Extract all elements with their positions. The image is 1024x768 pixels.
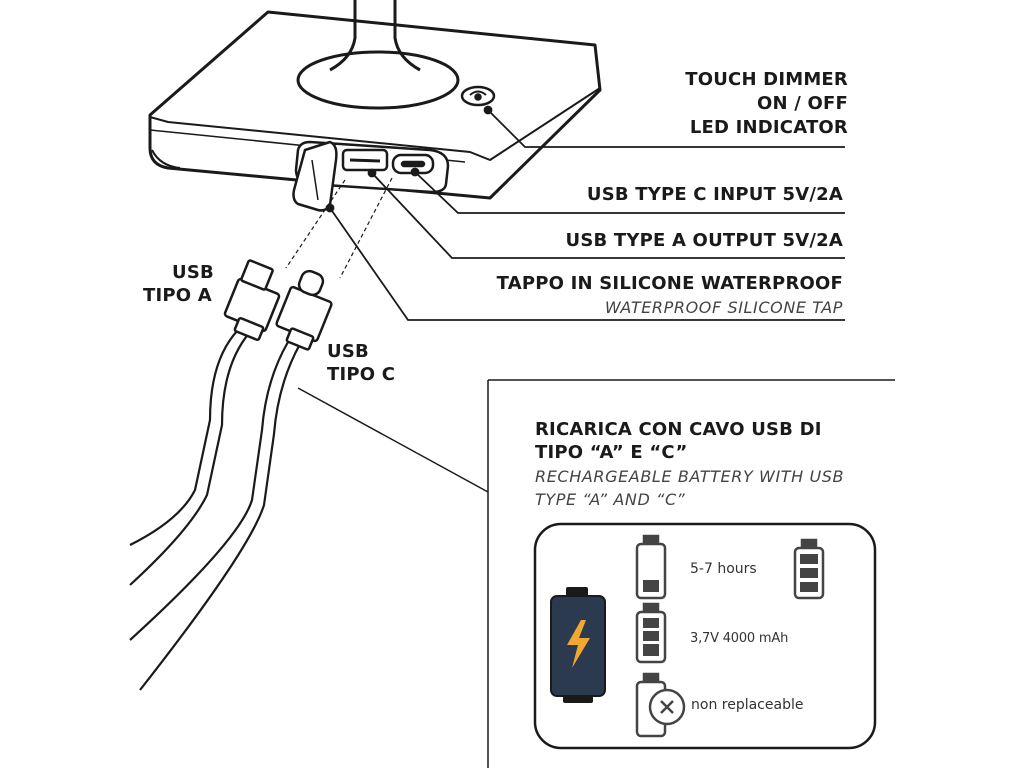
battery-capacity-icon xyxy=(635,602,667,664)
usb-c-cable xyxy=(129,269,333,691)
recharge-title-line2: TIPO “A” E “C” xyxy=(535,442,688,463)
usb-c-input-label: USB TYPE C INPUT 5V/2A xyxy=(586,184,843,205)
info-panel-frame xyxy=(297,379,895,768)
battery-capacity-text: 3,7V 4000 mAh xyxy=(690,631,789,646)
lamp-stem xyxy=(296,0,460,110)
usb-a-port xyxy=(341,148,389,172)
usb-a-output-label: USB TYPE A OUTPUT 5V/2A xyxy=(565,230,843,251)
battery-big-icon xyxy=(550,587,606,703)
dashed-guides xyxy=(285,177,393,279)
usb-a-cable-label-line2: TIPO A xyxy=(143,285,212,306)
touch-dimmer-label: TOUCH DIMMER xyxy=(685,69,848,90)
silicone-tap-label: TAPPO IN SILICONE WATERPROOF xyxy=(496,273,843,294)
usb-c-port xyxy=(391,153,435,175)
usb-a-cable-label-line1: USB xyxy=(172,262,214,283)
usb-c-cable-label-line1: USB xyxy=(327,341,369,362)
battery-spec-box xyxy=(533,522,877,750)
recharge-title-line1: RICARICA CON CAVO USB DI xyxy=(535,419,822,440)
battery-non-replaceable-icon xyxy=(635,672,686,738)
usb-c-cable-label-line2: TIPO C xyxy=(327,364,396,385)
recharge-subtitle-line1: RECHARGEABLE BATTERY WITH USB xyxy=(535,467,845,486)
battery-hours-text: 5-7 hours xyxy=(690,561,757,577)
silicone-tap-english-label: WATERPROOF SILICONE TAP xyxy=(604,298,843,317)
battery-replaceable-text: non replaceable xyxy=(691,697,804,713)
battery-full-icon xyxy=(793,538,825,600)
battery-low-icon xyxy=(635,534,667,600)
usb-a-cable xyxy=(129,259,281,586)
touch-dimmer-button xyxy=(460,85,496,107)
callout-lines xyxy=(325,105,845,321)
led-indicator-label: LED INDICATOR xyxy=(689,117,848,138)
on-off-label: ON / OFF xyxy=(757,93,848,114)
recharge-subtitle-line2: TYPE “A” AND “C” xyxy=(535,490,686,509)
